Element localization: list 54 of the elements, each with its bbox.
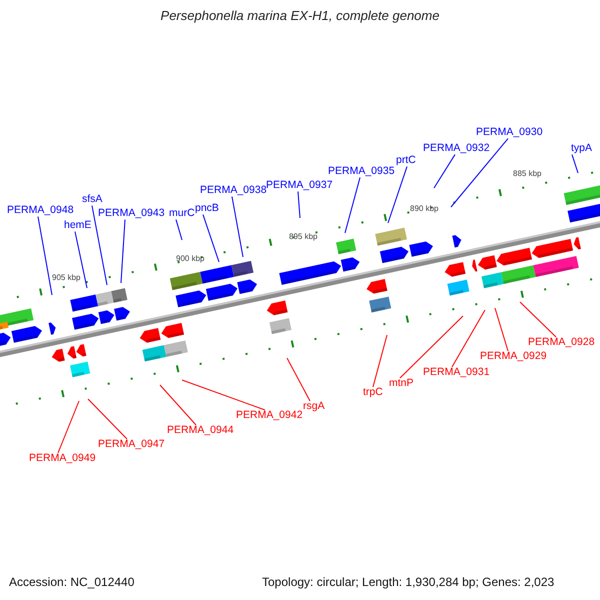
leader-line xyxy=(160,384,196,426)
leader-line xyxy=(74,231,88,288)
title: Persephonella marina EX-H1, complete genome xyxy=(160,9,440,24)
footer-text: Topology: circular; Length: 1,930,284 bp; Genes: 2,023 xyxy=(262,576,554,590)
gene-label: PERMA_0949 xyxy=(29,453,96,465)
gene-label: murC xyxy=(169,208,195,220)
gene-label: pncB xyxy=(195,203,219,215)
gene-label: PERMA_0948 xyxy=(7,205,74,217)
leader-line xyxy=(58,400,80,454)
leader-line xyxy=(452,310,486,368)
leader-line xyxy=(120,219,126,284)
leader-line xyxy=(434,154,456,188)
leader-line xyxy=(202,214,220,262)
gene-label: prtC xyxy=(396,155,416,167)
leader-line xyxy=(450,138,508,208)
leader-line xyxy=(38,216,52,296)
gene-label: PERMA_0938 xyxy=(200,185,267,197)
gene-label: sfsA xyxy=(82,194,102,206)
leader-line xyxy=(298,191,300,218)
leader-line xyxy=(388,166,408,224)
gene-label: PERMA_0935 xyxy=(328,166,395,178)
leader-line xyxy=(232,196,244,258)
leader-line xyxy=(344,177,360,234)
scale-label: 900 kbp xyxy=(176,255,204,264)
leader-line xyxy=(372,334,388,388)
footer-text: Accession: NC_012440 xyxy=(9,576,134,590)
gene-label: PERMA_0937 xyxy=(266,180,333,192)
scale-label: 895 kbp xyxy=(289,233,318,242)
leader-line xyxy=(572,154,578,174)
gene-label: mtnP xyxy=(389,378,414,390)
gene-label: trpC xyxy=(363,387,383,399)
gene-label: PERMA_0942 xyxy=(236,410,303,422)
gene-label: rsgA xyxy=(303,401,325,413)
gene-label: PERMA_0931 xyxy=(423,367,490,379)
gene-label: typA xyxy=(571,143,592,155)
leader-line xyxy=(176,219,182,240)
gene-label: PERMA_0944 xyxy=(167,425,234,437)
gene-label: hemE xyxy=(64,220,92,232)
leader-line xyxy=(286,358,310,402)
leader-line xyxy=(92,205,108,286)
leader-line xyxy=(520,302,556,338)
leader-line xyxy=(182,380,266,410)
gene-label: PERMA_0930 xyxy=(476,127,543,139)
leader-line xyxy=(400,316,464,378)
gene-label: PERMA_0928 xyxy=(528,337,595,349)
scale-label: 885 kbp xyxy=(513,170,542,179)
scale-label: 905 kbp xyxy=(52,274,80,283)
gene-label: PERMA_0929 xyxy=(480,351,547,363)
gene-label: PERMA_0943 xyxy=(98,208,165,220)
scale-label: 890 kbp xyxy=(410,205,438,214)
leader-line xyxy=(88,398,128,440)
gene-label: PERMA_0947 xyxy=(98,439,165,451)
gene-label: PERMA_0932 xyxy=(423,143,490,155)
leader-line xyxy=(494,308,508,352)
